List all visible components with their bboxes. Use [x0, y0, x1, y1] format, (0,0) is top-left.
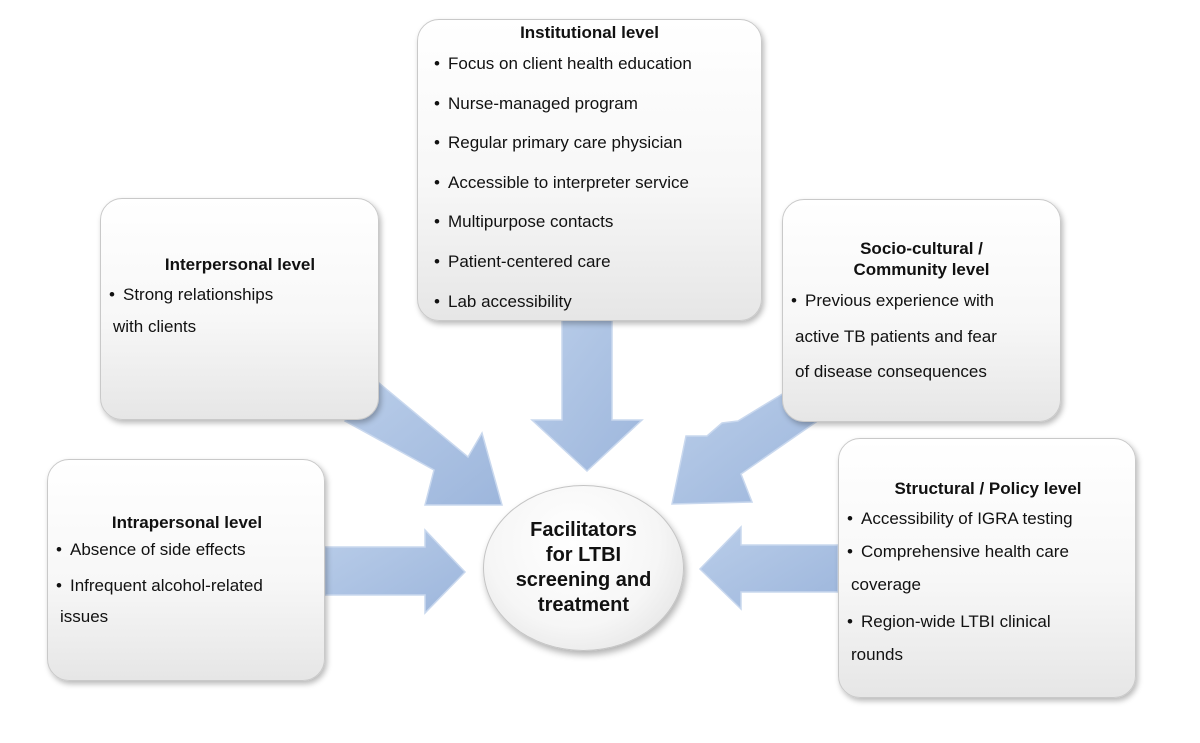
arrow-institutional	[530, 319, 644, 473]
interpersonal-level-box: Interpersonal level Strong relationships…	[100, 198, 379, 420]
intrapersonal-level-list: Absence of side effects Infrequent alcoh…	[56, 538, 263, 636]
list-item: Absence of side effects	[56, 538, 263, 574]
list-item-continuation: with clients	[113, 317, 197, 336]
interpersonal-level-list: Strong relationships with clients	[109, 283, 273, 347]
list-item: Multipurpose contacts	[434, 210, 692, 250]
list-item-continuation: issues	[60, 607, 109, 626]
facilitators-hub: Facilitators for LTBI screening and trea…	[483, 485, 684, 651]
list-item: Comprehensive health care	[847, 540, 1073, 573]
intrapersonal-level-box: Intrapersonal level Absence of side effe…	[47, 459, 325, 681]
arrow-structural	[698, 525, 839, 611]
hub-line: Facilitators	[530, 519, 637, 541]
structural-level-list: Accessibility of IGRA testing Comprehens…	[847, 507, 1073, 676]
arrow-intrapersonal	[324, 528, 467, 615]
list-item: Region-wide LTBI clinical	[847, 610, 1073, 643]
list-item: Previous experience with	[791, 289, 997, 325]
list-item: Accessible to interpreter service	[434, 171, 692, 211]
sociocultural-level-list: Previous experience with active TB patie…	[791, 289, 997, 396]
list-item: Lab accessibility	[434, 290, 692, 330]
hub-label: Facilitators for LTBI screening and trea…	[504, 518, 664, 618]
list-item-continuation: coverage	[851, 575, 921, 594]
institutional-level-list: Focus on client health education Nurse-m…	[434, 52, 692, 329]
title-line: Community level	[853, 260, 990, 279]
list-item: Regular primary care physician	[434, 131, 692, 171]
list-item-continuation: rounds	[851, 645, 903, 664]
list-item: Accessibility of IGRA testing	[847, 507, 1073, 540]
list-item-continuation: of disease consequences	[795, 362, 987, 381]
sociocultural-level-box: Socio-cultural / Community level Previou…	[782, 199, 1061, 422]
hub-line: for LTBI	[545, 544, 622, 566]
list-item: Patient-centered care	[434, 250, 692, 290]
intrapersonal-level-title: Intrapersonal level	[111, 513, 263, 532]
interpersonal-level-title: Interpersonal level	[164, 255, 316, 274]
list-item: Strong relationships	[109, 283, 273, 315]
institutional-level-title: Institutional level	[520, 23, 659, 42]
list-item: Nurse-managed program	[434, 92, 692, 132]
structural-level-title: Structural / Policy level	[894, 479, 1082, 498]
sociocultural-level-title: Socio-cultural / Community level	[783, 238, 1060, 280]
title-line: Socio-cultural /	[860, 239, 983, 258]
arrow-interpersonal	[343, 381, 503, 506]
arrow-sociocultural	[671, 392, 818, 505]
hub-line: treatment	[537, 594, 630, 616]
structural-level-box: Structural / Policy level Accessibility …	[838, 438, 1136, 698]
list-item: Infrequent alcohol-related	[56, 574, 263, 605]
institutional-level-box: Institutional level Focus on client heal…	[417, 19, 762, 321]
list-item-continuation: active TB patients and fear	[795, 326, 997, 346]
list-item: Focus on client health education	[434, 52, 692, 92]
hub-line: screening and	[515, 569, 652, 591]
